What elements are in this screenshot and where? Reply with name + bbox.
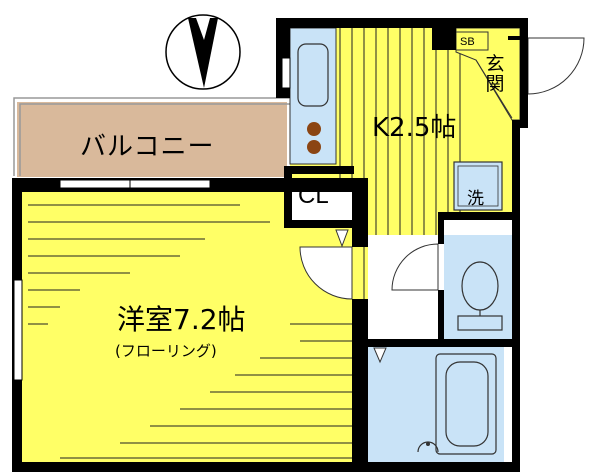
western-room-label: 洋室7.2帖: [117, 303, 246, 336]
entrance: [455, 27, 521, 121]
stove-icon: [307, 122, 321, 154]
bathroom: [368, 347, 504, 462]
north-compass-icon: [165, 14, 241, 90]
toilet-room: [444, 235, 512, 339]
kitchen-counter: [289, 27, 337, 165]
balcony-label: バルコニー: [80, 132, 215, 162]
bathtub-icon: [435, 353, 497, 455]
kitchen-label: K2.5帖: [372, 113, 457, 143]
door-markers: [335, 229, 387, 364]
door-swings: [299, 37, 585, 300]
toilet-icon: [457, 261, 503, 331]
entrance-label: 玄関: [485, 53, 505, 95]
washer-label: 洗: [467, 189, 484, 209]
walls: [12, 18, 528, 472]
western-room: [22, 192, 352, 462]
closet-label: CL: [298, 182, 329, 209]
balcony: [13, 97, 290, 177]
washer-area: [453, 161, 503, 211]
shoe-box-label: SB: [460, 36, 475, 48]
western-room-floor-type: (フローリング): [115, 342, 217, 360]
